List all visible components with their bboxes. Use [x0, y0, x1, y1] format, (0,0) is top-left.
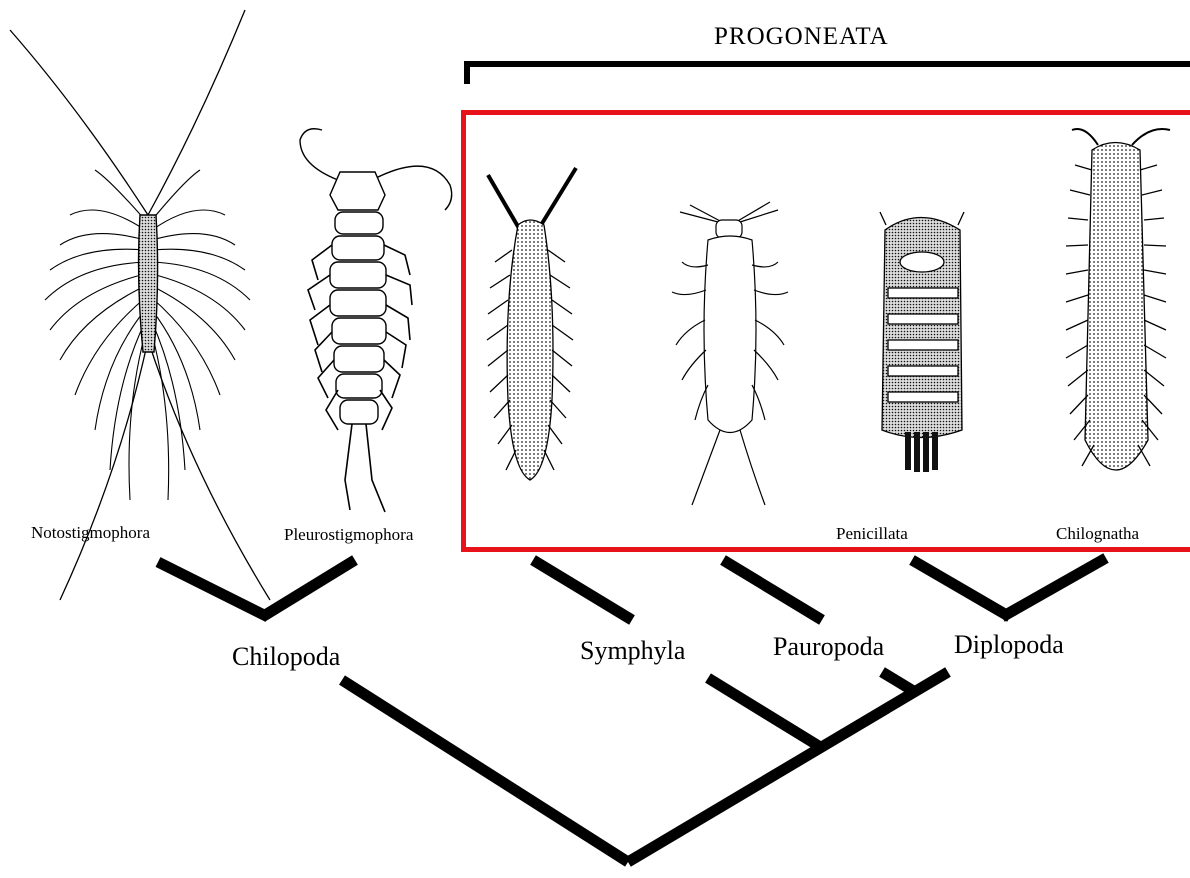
- clade-label-pauropoda: Pauropoda: [773, 634, 884, 660]
- progoneata-label: PROGONEATA: [714, 24, 889, 49]
- taxon-label-chilognatha: Chilognatha: [1056, 525, 1139, 542]
- branch-chilognatha: [1002, 558, 1106, 617]
- branch-pauropoda-upper: [723, 560, 822, 620]
- branch-root-right: [628, 672, 948, 862]
- penicillata-illustration: [880, 212, 964, 472]
- clade-label-chilopoda: Chilopoda: [232, 644, 340, 670]
- branch-symphyla-lower: [708, 678, 822, 748]
- pauropoda-illustration: [672, 202, 788, 505]
- tree-branches: [158, 558, 1106, 862]
- branch-symphyla-upper: [533, 560, 632, 620]
- branch-chilopoda: [342, 680, 628, 862]
- branch-penicillata: [912, 560, 1010, 617]
- chilognatha-illustration: [1066, 129, 1170, 470]
- clade-label-symphyla: Symphyla: [580, 638, 685, 664]
- taxon-label-pleurostigmophora: Pleurostigmophora: [284, 526, 413, 543]
- taxon-label-penicillata: Penicillata: [836, 525, 908, 542]
- branch-pauropoda-lower: [882, 672, 915, 692]
- symphyla-illustration: [487, 168, 576, 480]
- taxon-label-notostigmophora: Notostigmophora: [31, 524, 150, 541]
- highlight-box: [464, 113, 1190, 550]
- branch-pleurostigmophora: [262, 560, 355, 617]
- progoneata-bracket: [467, 64, 1190, 84]
- pleurostigmophora-illustration: [300, 129, 452, 512]
- notostigmophora-illustration: [10, 10, 270, 600]
- clade-label-diplopoda: Diplopoda: [954, 632, 1064, 658]
